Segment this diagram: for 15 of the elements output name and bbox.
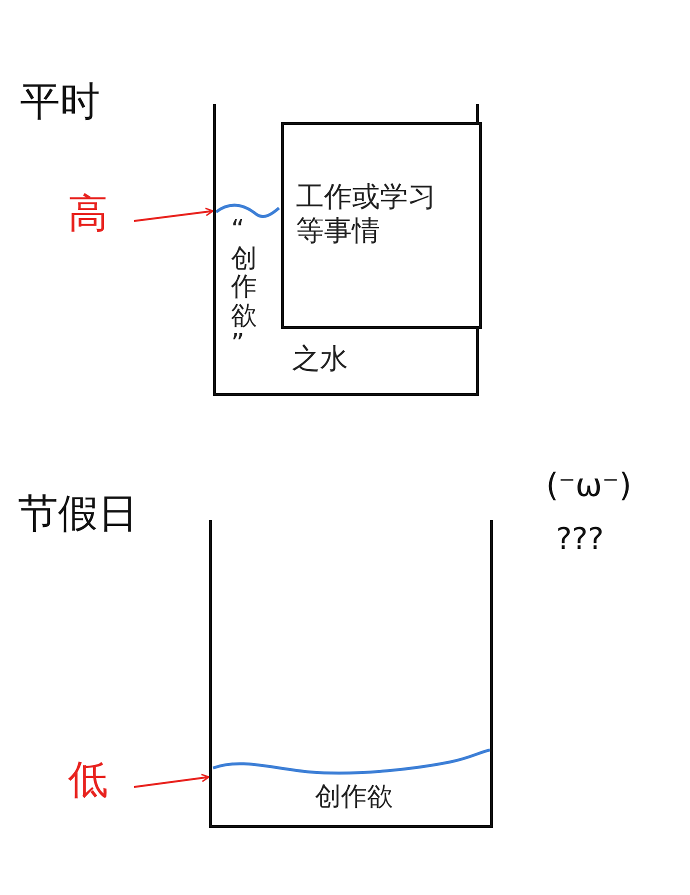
box-label: 工作或学习等事情	[296, 180, 437, 248]
level-label: 高	[68, 190, 108, 238]
container-outline	[209, 520, 493, 828]
container-label: 之水	[292, 342, 348, 376]
emoticon: (⁻ω⁻)	[546, 466, 632, 504]
section-title: 节假日	[18, 490, 138, 539]
arrow	[134, 208, 214, 222]
inner-box	[281, 122, 482, 329]
container-outline	[213, 104, 479, 396]
section-title: 平时	[20, 78, 100, 127]
level-label: 低	[68, 756, 108, 804]
arrow	[134, 774, 210, 788]
question-marks: ???	[556, 522, 604, 557]
vertical-label: “创作欲”	[231, 216, 257, 359]
container-label: 创作欲	[314, 782, 394, 814]
